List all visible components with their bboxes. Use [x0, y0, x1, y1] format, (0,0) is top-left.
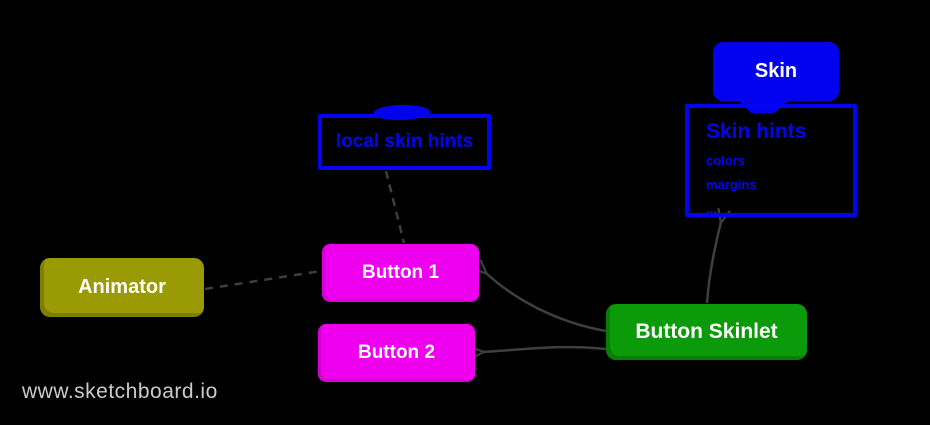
node-skin-hints[interactable]: Skin hints colors margins ... — [685, 104, 857, 217]
edge-skinlet-to-skin-hints[interactable] — [705, 222, 721, 304]
button2-label: Button 2 — [357, 342, 436, 363]
node-skin-label: Skin — [754, 60, 798, 82]
node-button1[interactable]: Button 1 — [322, 244, 479, 302]
button1-label: Button 1 — [361, 262, 440, 283]
node-button2[interactable]: Button 2 — [318, 324, 475, 382]
edge-local-hints-to-button1[interactable] — [384, 170, 406, 244]
node-animator[interactable]: Animator — [40, 258, 204, 317]
skin-hints-item-ellipsis: ... — [706, 201, 717, 216]
node-skin[interactable]: Skin — [713, 42, 839, 101]
sketchboard-watermark: www.sketchboard.io — [22, 380, 218, 403]
skin-hints-title: Skin hints — [706, 120, 807, 143]
edge-animator-to-button1[interactable] — [204, 269, 322, 291]
node-local-skin-hints[interactable]: local skin hints — [318, 114, 491, 170]
animator-label: Animator — [78, 276, 166, 298]
node-button-skinlet[interactable]: Button Skinlet — [606, 304, 807, 360]
skin-hints-item-colors: colors — [706, 153, 746, 168]
skin-hints-item-margins: margins — [706, 177, 757, 192]
edge-skinlet-to-button2[interactable] — [483, 347, 607, 352]
button-skinlet-label: Button Skinlet — [635, 320, 778, 343]
edge-skinlet-to-button1[interactable] — [486, 273, 607, 333]
local-skin-hints-label: local skin hints — [335, 131, 474, 152]
